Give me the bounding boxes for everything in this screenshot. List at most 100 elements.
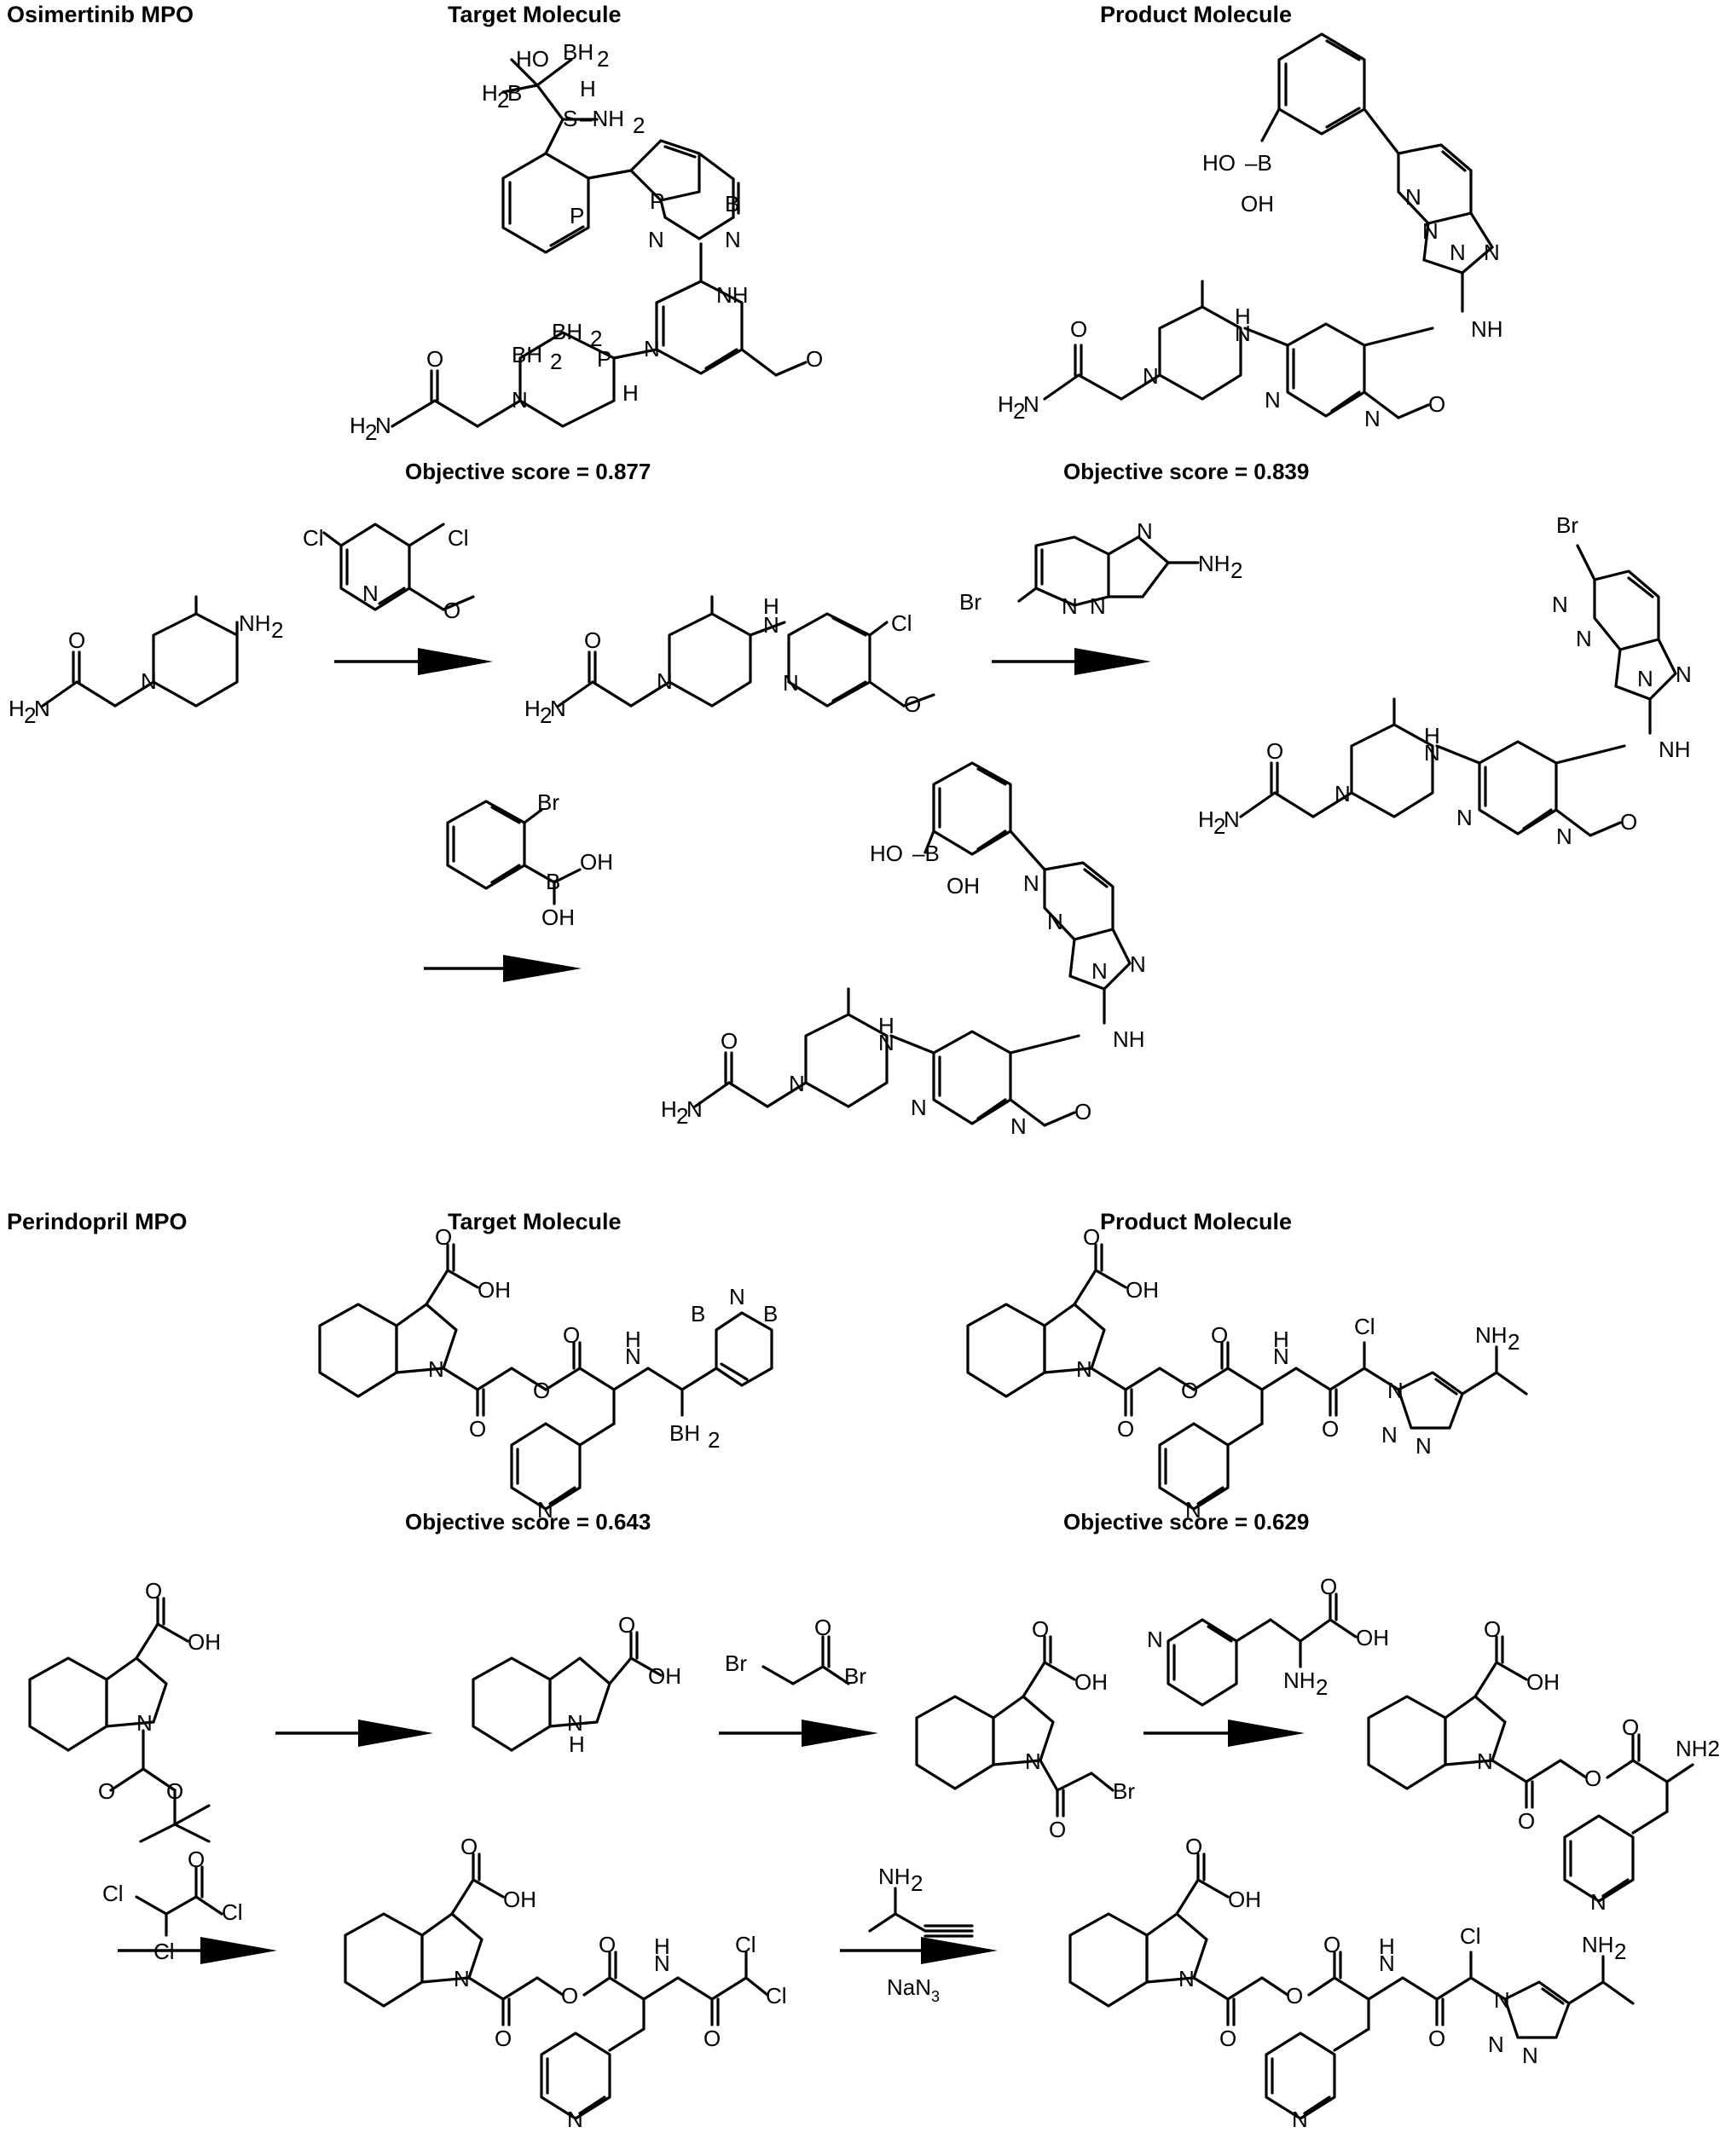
svg-text:2: 2: [1614, 1939, 1626, 1964]
svg-text:O: O: [145, 1578, 162, 1604]
svg-text:O: O: [435, 1224, 452, 1250]
svg-text:Br: Br: [537, 789, 559, 815]
svg-text:2: 2: [24, 702, 36, 728]
svg-text:H: H: [1379, 1933, 1395, 1959]
svg-text:N: N: [1552, 592, 1568, 617]
svg-text:O: O: [1074, 1099, 1091, 1124]
svg-text:2: 2: [1230, 558, 1242, 583]
peri-intermediate-bromoacetyl: O OH N O Br: [915, 1616, 1135, 1842]
svg-text:H: H: [763, 593, 779, 619]
svg-text:N: N: [1292, 2107, 1308, 2132]
svg-text:2: 2: [1316, 1674, 1328, 1700]
svg-text:Br: Br: [959, 589, 981, 615]
peri-intermediate-ester: O OH N O O O NH2 N: [1367, 1616, 1720, 1915]
svg-text:OH: OH: [1526, 1669, 1560, 1695]
svg-text:O: O: [188, 1847, 205, 1872]
svg-text:O: O: [806, 346, 823, 372]
svg-text:H: H: [1235, 303, 1251, 329]
svg-text:O: O: [469, 1416, 486, 1442]
target-score-osimertinib: Objective score = 0.877: [405, 459, 651, 484]
svg-text:N: N: [725, 227, 741, 252]
reaction-arrows: [118, 648, 1305, 1964]
peri-reagent-dichloroacetyl-chloride: Cl O Cl Cl: [102, 1847, 243, 1964]
svg-text:N: N: [567, 2107, 583, 2132]
svg-text:N: N: [1178, 1966, 1195, 1991]
svg-text:Cl: Cl: [153, 1939, 175, 1964]
svg-text:O: O: [1181, 1378, 1198, 1403]
svg-text:Cl: Cl: [891, 610, 912, 636]
svg-text:OH: OH: [1074, 1669, 1108, 1695]
svg-text:H: H: [350, 413, 366, 438]
svg-text:O: O: [68, 627, 85, 653]
svg-text:N: N: [428, 1356, 444, 1382]
svg-text:N: N: [1143, 363, 1159, 389]
svg-text:N: N: [1405, 184, 1421, 210]
svg-text:O: O: [584, 627, 601, 653]
svg-text:B: B: [691, 1301, 705, 1327]
svg-text:H: H: [524, 696, 541, 721]
svg-text:N: N: [783, 670, 799, 696]
svg-text:OH: OH: [503, 1887, 536, 1912]
svg-text:O: O: [1320, 1574, 1337, 1599]
svg-text:O: O: [814, 1615, 831, 1640]
svg-text:NH: NH: [1475, 1322, 1508, 1348]
svg-text:N: N: [1484, 240, 1500, 265]
svg-text:S: S: [563, 106, 577, 131]
svg-text:H: H: [482, 80, 498, 106]
svg-text:N: N: [1010, 1113, 1027, 1139]
reaction-arrow: [992, 648, 1151, 675]
svg-text:Br: Br: [844, 1663, 866, 1689]
svg-text:HO: HO: [516, 46, 549, 72]
svg-text:H: H: [580, 76, 596, 101]
svg-text:B: B: [546, 869, 560, 894]
svg-text:2: 2: [633, 113, 645, 138]
peri-reactant-boc: O OH N O O: [28, 1578, 221, 1843]
svg-text:N: N: [375, 413, 391, 438]
svg-text:N: N: [136, 1710, 153, 1736]
svg-text:2: 2: [590, 326, 602, 351]
svg-text:O: O: [1117, 1416, 1134, 1442]
target-score-perindopril: Objective score = 0.643: [405, 1509, 651, 1535]
svg-text:N: N: [648, 227, 664, 252]
svg-text:N: N: [1415, 1433, 1432, 1459]
svg-text:2: 2: [676, 1103, 688, 1129]
svg-text:O: O: [166, 1778, 183, 1804]
svg-text:O: O: [460, 1834, 478, 1859]
target-heading-perindopril: Target Molecule: [448, 1209, 622, 1234]
reaction-arrow: [1143, 1720, 1305, 1747]
svg-text:N: N: [911, 1095, 927, 1120]
svg-text:N: N: [686, 1096, 703, 1122]
svg-text:2: 2: [365, 419, 377, 445]
svg-text:BH: BH: [669, 1420, 700, 1446]
svg-text:OH: OH: [648, 1663, 681, 1689]
svg-text:N: N: [644, 336, 660, 361]
svg-text:N: N: [1387, 1378, 1404, 1403]
reagent-sodium-azide: NaN3: [887, 1974, 940, 2005]
svg-text:N: N: [1424, 740, 1440, 766]
reaction-arrow: [840, 1937, 998, 1964]
svg-text:2: 2: [1013, 398, 1025, 424]
svg-text:NH: NH: [1283, 1668, 1316, 1693]
svg-text:H: H: [661, 1096, 677, 1122]
svg-text:N: N: [1047, 909, 1063, 934]
svg-text:OH: OH: [541, 905, 575, 930]
product-heading-perindopril: Product Molecule: [1100, 1209, 1293, 1234]
svg-text:OH: OH: [1228, 1887, 1261, 1912]
svg-text:O: O: [1266, 738, 1283, 764]
svg-text:O: O: [1322, 1416, 1339, 1442]
svg-text:H: H: [1273, 1327, 1289, 1352]
svg-text:NH: NH: [1198, 551, 1230, 576]
svg-text:P: P: [597, 346, 611, 372]
svg-text:Cl: Cl: [735, 1932, 756, 1957]
svg-text:OH: OH: [580, 849, 613, 875]
svg-text:N: N: [34, 696, 50, 721]
svg-text:H: H: [622, 380, 639, 406]
svg-text:N: N: [1137, 518, 1153, 544]
svg-text:Cl: Cl: [448, 525, 469, 551]
peri-reagent-bromoacetyl-bromide: Br O Br: [725, 1615, 866, 1689]
svg-text:N: N: [1273, 1344, 1289, 1369]
svg-text:2: 2: [271, 617, 283, 643]
